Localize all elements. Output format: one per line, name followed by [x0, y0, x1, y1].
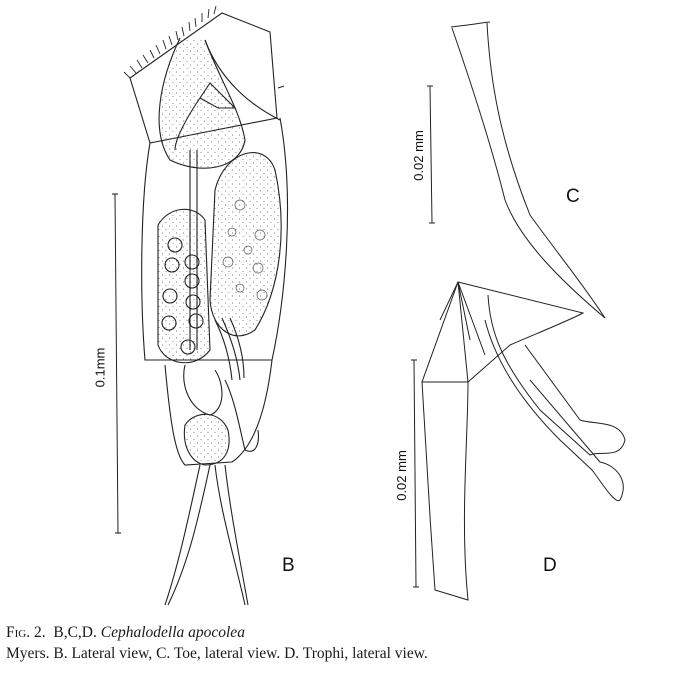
panel-d-drawing — [411, 281, 626, 601]
panel-label-b: B — [282, 555, 295, 576]
line-drawings — [112, 5, 626, 606]
scale-label-c: 0.02 mm — [410, 130, 426, 181]
panel-c-drawing — [427, 21, 606, 319]
caption-line-1: Fig. 2. B,C,D. Cephalodella apocolea — [6, 622, 696, 643]
figure-caption: Fig. 2. B,C,D. Cephalodella apocolea Mye… — [6, 622, 696, 664]
figure-plate: 0.1mm 0.02 mm 0.02 mm B C D — [92, 5, 626, 606]
panel-b-drawing — [112, 5, 289, 606]
scale-label-b: 0.1mm — [92, 347, 108, 388]
panels-reference: B,C,D. — [53, 624, 97, 641]
figure-number: Fig. 2. — [6, 624, 46, 641]
scale-label-d: 0.02 mm — [393, 450, 409, 501]
panel-label-c: C — [566, 186, 580, 207]
species-name: Cephalodella apocolea — [100, 624, 245, 641]
panel-label-d: D — [543, 555, 557, 576]
caption-line-2: Myers. B. Lateral view, C. Toe, lateral … — [6, 645, 428, 662]
